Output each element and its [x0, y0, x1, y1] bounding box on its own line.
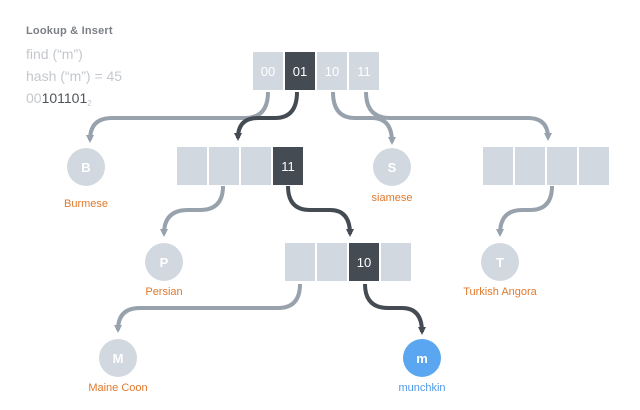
find-call: find (“m”): [26, 46, 83, 62]
right-bucket-cell-11: [579, 147, 609, 185]
arrow-level3-maine-coon: [114, 283, 302, 333]
hash-bits-consumed: 00: [26, 90, 42, 106]
root-cell-11: 11: [349, 52, 379, 90]
right-bucket-cell-00: [483, 147, 513, 185]
arrow-level2-persian: [160, 185, 225, 237]
hash-bits-remaining: 101101: [41, 90, 88, 106]
root-cell-10: 10: [317, 52, 347, 90]
label-maine-coon: Maine Coon: [88, 382, 148, 394]
label-siamese: siamese: [371, 192, 413, 204]
node-persian: P: [145, 243, 183, 281]
hash-bits-base: 2: [87, 99, 92, 108]
arrow-11-right-bucket: [364, 91, 552, 141]
arrow-10-siamese: [331, 91, 396, 145]
node-burmese: B: [67, 148, 105, 186]
arrow-level3-10-munchkin: [363, 283, 426, 335]
label-turkish-angora: Turkish Angora: [463, 286, 537, 298]
arrow-right-bucket-turkish: [496, 185, 554, 237]
root-cell-01: 01: [285, 52, 315, 90]
label-munchkin: munchkin: [398, 382, 446, 394]
level2-cell-01: [209, 147, 239, 185]
label-persian: Persian: [145, 286, 183, 298]
node-siamese: S: [373, 148, 411, 186]
label-burmese: Burmese: [63, 198, 109, 210]
node-turkish-angora: T: [481, 243, 519, 281]
right-bucket-cell-10: [547, 147, 577, 185]
diagram-title: Lookup & Insert: [26, 25, 113, 37]
node-munchkin: m: [403, 339, 441, 377]
hash-call: hash (“m”) = 45: [26, 68, 123, 84]
level3-cell-11: [381, 243, 411, 281]
arrow-level2-11-level3: [286, 185, 354, 237]
root-cell-00: 00: [253, 52, 283, 90]
node-maine-coon: M: [99, 339, 137, 377]
level2-cell-11: 11: [273, 147, 303, 185]
level2-cell-00: [177, 147, 207, 185]
level3-cell-10: 10: [349, 243, 379, 281]
level2-cell-10: [241, 147, 271, 185]
arrow-01-level2: [234, 91, 299, 141]
hash-bits: 001011012: [26, 90, 92, 108]
level3-cell-00: [285, 243, 315, 281]
right-bucket-cell-01: [515, 147, 545, 185]
level3-cell-01: [317, 243, 347, 281]
arrow-00-burmese: [86, 91, 270, 143]
